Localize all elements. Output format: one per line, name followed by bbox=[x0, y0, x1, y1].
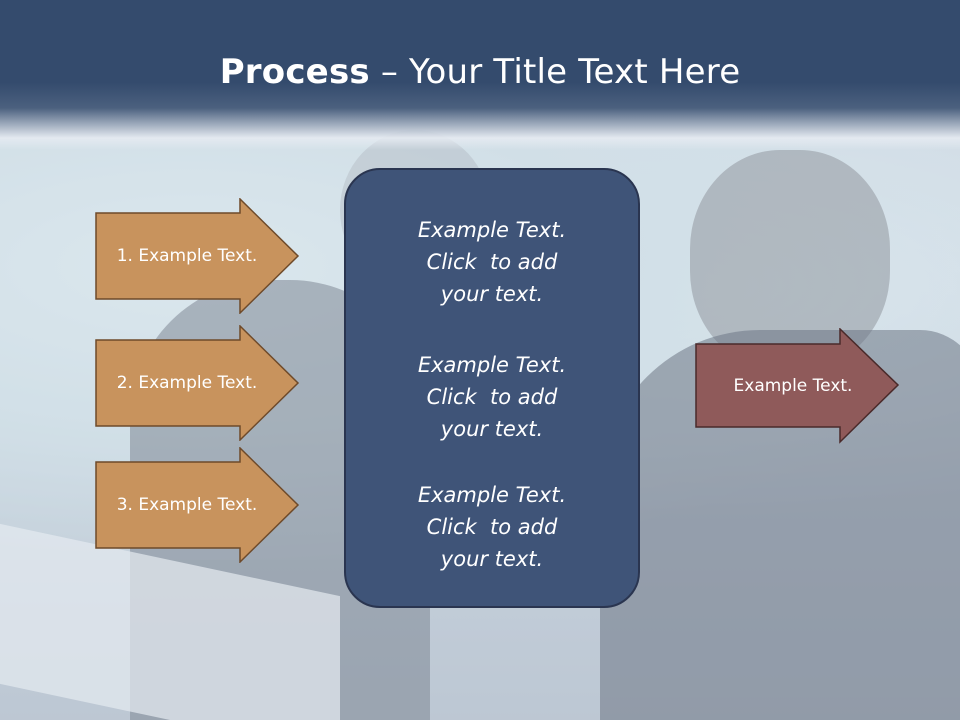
block-line: your text. bbox=[440, 282, 544, 306]
block-line: Click to add bbox=[426, 385, 558, 409]
result-arrow[interactable]: Example Text. bbox=[695, 328, 900, 444]
step-arrow-1[interactable]: 1. Example Text. bbox=[95, 198, 300, 314]
step-arrow-label: 2. Example Text. bbox=[116, 373, 258, 393]
step-arrow-shape bbox=[95, 198, 300, 314]
center-text-block-1[interactable]: Example Text. Click to add your text. bbox=[346, 214, 638, 310]
block-line: Example Text. bbox=[417, 483, 567, 507]
block-line: Example Text. bbox=[417, 218, 567, 242]
block-line: your text. bbox=[440, 547, 544, 571]
step-arrow-label: 1. Example Text. bbox=[116, 246, 258, 266]
center-text-block-3[interactable]: Example Text. Click to add your text. bbox=[346, 479, 638, 575]
center-text-block-2[interactable]: Example Text. Click to add your text. bbox=[346, 349, 638, 445]
block-line: Example Text. bbox=[417, 353, 567, 377]
slide-title[interactable]: Process – Your Title Text Here bbox=[0, 52, 960, 92]
block-line: Click to add bbox=[426, 250, 558, 274]
step-arrow-3[interactable]: 3. Example Text. bbox=[95, 447, 300, 563]
step-arrow-shape bbox=[95, 325, 300, 441]
result-arrow-label: Example Text. bbox=[733, 376, 853, 396]
step-arrow-label: 3. Example Text. bbox=[116, 495, 258, 515]
title-rest: – Your Title Text Here bbox=[369, 52, 741, 92]
step-arrow-2[interactable]: 2. Example Text. bbox=[95, 325, 300, 441]
title-bold: Process bbox=[219, 52, 370, 92]
center-text-box[interactable]: Example Text. Click to add your text. Ex… bbox=[344, 168, 640, 608]
step-arrow-shape bbox=[95, 447, 300, 563]
result-arrow-shape bbox=[695, 328, 900, 444]
block-line: Click to add bbox=[426, 515, 558, 539]
title-band bbox=[0, 0, 960, 150]
block-line: your text. bbox=[440, 417, 544, 441]
